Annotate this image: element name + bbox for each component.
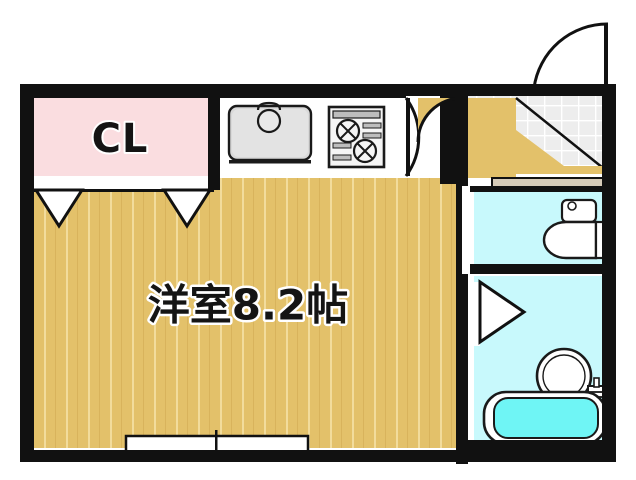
genkan-step-wood	[462, 98, 572, 172]
room-entry-door-jamb	[440, 92, 456, 184]
stove-burner-1	[335, 118, 361, 144]
bathtub	[482, 390, 608, 446]
kitchen-sink	[227, 101, 313, 164]
toilet-flush-button	[567, 201, 577, 211]
hallway-door-floor-wedge	[418, 98, 462, 142]
stove-grill-top	[332, 110, 381, 119]
closet-threshold	[34, 176, 214, 190]
bathroom-door-opening	[466, 282, 480, 346]
hallway-door-swing-arc	[416, 96, 463, 143]
genkan-step-edge	[515, 97, 609, 173]
room-entry-door-panel	[406, 98, 410, 176]
entrance-door-panel	[604, 24, 608, 90]
faucet-arm	[256, 101, 282, 111]
bathroom	[466, 276, 614, 452]
stove-panel-2	[332, 154, 352, 161]
wall-top	[20, 84, 616, 96]
closet-folding-door-right-icon	[161, 188, 213, 229]
toilet-wall-bottom	[468, 264, 614, 274]
faucet-icon	[256, 108, 282, 134]
room-entry-door	[404, 92, 456, 184]
hallway-door	[416, 96, 463, 143]
entrance-door-swing-arc	[532, 22, 609, 89]
wall-left	[20, 84, 34, 462]
sink-front-edge	[229, 160, 311, 164]
wall-bathroom-side	[456, 336, 468, 464]
stove-panel-1	[332, 142, 352, 149]
closet-floor	[34, 98, 214, 176]
wash-basin	[535, 347, 609, 405]
kitchen-area	[220, 92, 412, 178]
closet-folding-door-left-icon	[33, 188, 85, 229]
interior-walls	[456, 92, 470, 464]
entrance-genkan	[456, 96, 609, 174]
toilet	[542, 198, 610, 260]
wall-hallway-jamb-lower	[456, 274, 468, 284]
toilet-room	[468, 186, 614, 274]
closet-wall-bottom	[34, 189, 214, 192]
wall-right	[602, 84, 616, 462]
bathtub-water	[493, 397, 599, 439]
wall-hallway-jamb-upper	[456, 178, 468, 186]
genkan-step-lip	[456, 166, 608, 174]
toilet-tank	[560, 198, 598, 224]
stove-burner-2	[352, 138, 378, 164]
stove-burner-2-grate	[356, 142, 374, 160]
bathroom-wall-bottom	[468, 440, 614, 452]
closet-area	[28, 92, 220, 229]
stove-burner-1-grate	[339, 122, 357, 140]
main-room-label: 洋室8.2帖	[148, 281, 348, 330]
wall-hallway-opening-upper	[462, 178, 470, 282]
gas-stove	[327, 105, 386, 169]
closet-label: CL	[92, 116, 149, 162]
bathroom-door-folding-icon	[478, 279, 527, 345]
wall-bottom	[20, 450, 616, 462]
toilet-bowl	[542, 220, 598, 260]
toilet-wall-top	[468, 186, 614, 192]
basin-faucet-spout	[593, 377, 600, 388]
stove-panel-4	[362, 132, 382, 139]
stove-panel-3	[362, 122, 382, 129]
closet-wall-right	[208, 92, 220, 190]
balcony-window-center-mullion	[215, 430, 218, 460]
